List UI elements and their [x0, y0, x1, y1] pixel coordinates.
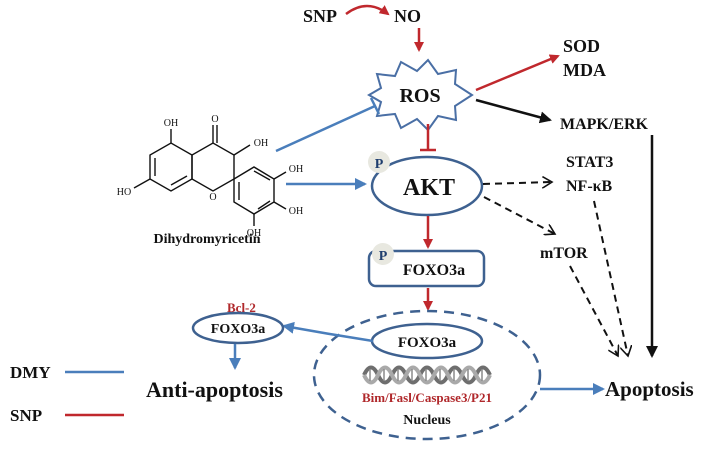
akt-to-mtor-arrow: [483, 196, 555, 234]
mtor-to-apoptosis-arrow: [569, 265, 618, 356]
akt-p-label: P: [375, 157, 384, 172]
mol-atom-oh-b2: OH: [289, 206, 303, 217]
legend-dmy-label: DMY: [10, 363, 51, 382]
mda-label: MDA: [563, 60, 606, 80]
legend: DMY SNP: [10, 363, 124, 425]
apoptosis-label: Apoptosis: [605, 377, 694, 401]
foxo-left-node: [191, 311, 285, 345]
ros-starburst: [367, 58, 474, 132]
anti-apoptosis-label: Anti-apoptosis: [146, 377, 283, 402]
mol-atom-oh-b3: OH: [247, 228, 261, 239]
ros-label: ROS: [399, 85, 440, 107]
target-genes-label: Bim/Fasl/Caspase3/P21: [362, 390, 492, 405]
nucleus-boundary: [312, 309, 542, 441]
nucleus-label: Nucleus: [403, 413, 451, 428]
legend-snp-label: SNP: [10, 406, 42, 425]
akt-node: [370, 155, 484, 217]
mol-atom-oh-top: OH: [164, 118, 178, 129]
mol-atom-o-carbonyl: O: [211, 114, 218, 125]
snp-label: SNP: [303, 6, 337, 26]
akt-label: AKT: [403, 175, 455, 201]
ros-to-sod-arrow: [475, 54, 560, 92]
stat3-label: STAT3: [566, 154, 613, 171]
bcl2-label: Bcl-2: [227, 300, 256, 315]
mol-atom-o-ring: O: [209, 192, 216, 203]
akt-to-stat3-arrow: [482, 182, 552, 184]
foxo-phospho-badge: [372, 243, 394, 265]
snp-to-no-arrow: [345, 4, 390, 16]
mol-atom-ho-left: HO: [117, 187, 131, 198]
nfkb-label: NF-κB: [566, 178, 613, 195]
dihydromyricetin-label: Dihydromyricetin: [153, 232, 260, 247]
foxo-cytoplasm-node: [367, 249, 486, 288]
foxo-p-label: P: [379, 249, 388, 264]
akt-phospho-badge: [368, 151, 390, 173]
mol-atom-oh-ring: OH: [254, 138, 268, 149]
foxo-nucleus-label: FOXO3a: [398, 335, 457, 351]
foxo-export-arrow: [282, 321, 374, 343]
foxo-left-label: FOXO3a: [211, 322, 265, 337]
mapk-label: MAPK/ERK: [560, 116, 649, 133]
mol-atom-oh-b1: OH: [289, 164, 303, 175]
sod-label: SOD: [563, 36, 600, 56]
dna-helix-icon: [362, 365, 492, 385]
dmy-inhibits-ros: [275, 104, 376, 153]
dihydromyricetin-structure-icon: [133, 125, 287, 226]
foxo-cytoplasm-label: FOXO3a: [403, 262, 465, 279]
mtor-label: mTOR: [540, 245, 588, 262]
ros-to-mapk-arrow: [475, 98, 552, 124]
no-label: NO: [394, 6, 421, 26]
nfkb-to-apoptosis-arrow: [593, 200, 628, 356]
